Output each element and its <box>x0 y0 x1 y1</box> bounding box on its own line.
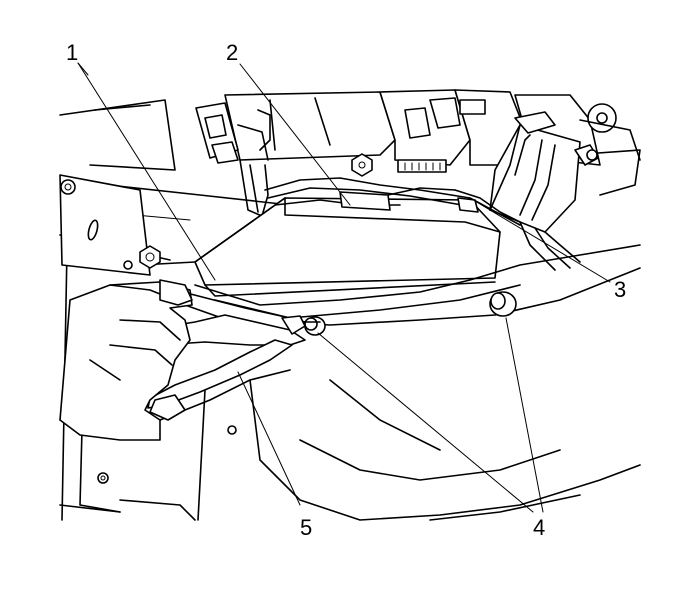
leader-line-4a <box>505 317 544 513</box>
callout-labels: 1 2 3 4 5 <box>66 40 626 540</box>
pliers-and-hand <box>59 279 321 441</box>
callout-4: 4 <box>533 515 545 540</box>
callout-5: 5 <box>300 515 312 540</box>
callout-2: 2 <box>226 40 238 65</box>
leader-lines <box>77 62 611 513</box>
leader-line-2 <box>239 63 351 206</box>
leader-line-1 <box>77 62 216 281</box>
leader-line-3 <box>469 197 611 283</box>
callout-3: 3 <box>614 277 626 302</box>
callout-1: 1 <box>66 40 78 65</box>
control-module <box>194 177 521 297</box>
leader-line-4b <box>317 332 534 513</box>
leader-line-5 <box>237 371 301 506</box>
connector-module <box>489 111 599 271</box>
